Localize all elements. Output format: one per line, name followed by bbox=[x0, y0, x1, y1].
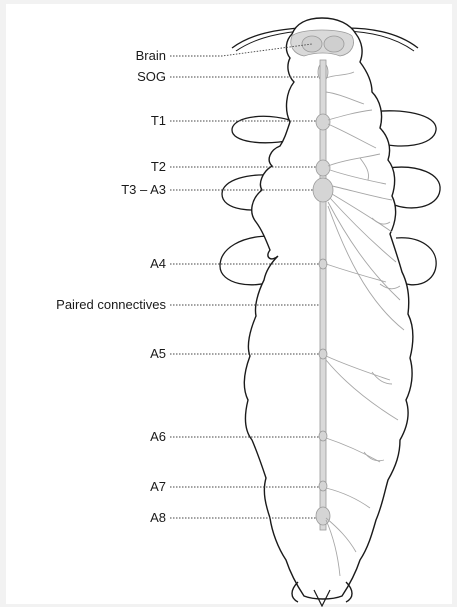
label-sog: SOG bbox=[137, 70, 166, 84]
ventral-nerve-cord bbox=[320, 60, 326, 530]
brain-left-lobe bbox=[302, 36, 322, 52]
label-paired-connectives: Paired connectives bbox=[56, 298, 166, 312]
label-a6: A6 bbox=[150, 430, 166, 444]
label-t3-a3: T3 – A3 bbox=[121, 183, 166, 197]
ganglion-a6 bbox=[319, 431, 327, 441]
ganglion-t2 bbox=[316, 160, 330, 176]
label-a8: A8 bbox=[150, 511, 166, 525]
label-t2: T2 bbox=[151, 160, 166, 174]
right-lobe-t3 bbox=[388, 167, 440, 208]
ganglion-a8 bbox=[316, 507, 330, 525]
ganglion-t1 bbox=[316, 114, 330, 130]
label-t1: T1 bbox=[151, 114, 166, 128]
label-a4: A4 bbox=[150, 257, 166, 271]
ganglion-a7 bbox=[319, 481, 327, 491]
label-a5: A5 bbox=[150, 347, 166, 361]
ganglion-a4 bbox=[319, 259, 327, 269]
label-a7: A7 bbox=[150, 480, 166, 494]
ganglion-a5 bbox=[319, 349, 327, 359]
brain-right-lobe bbox=[324, 36, 344, 52]
label-brain: Brain bbox=[136, 49, 166, 63]
